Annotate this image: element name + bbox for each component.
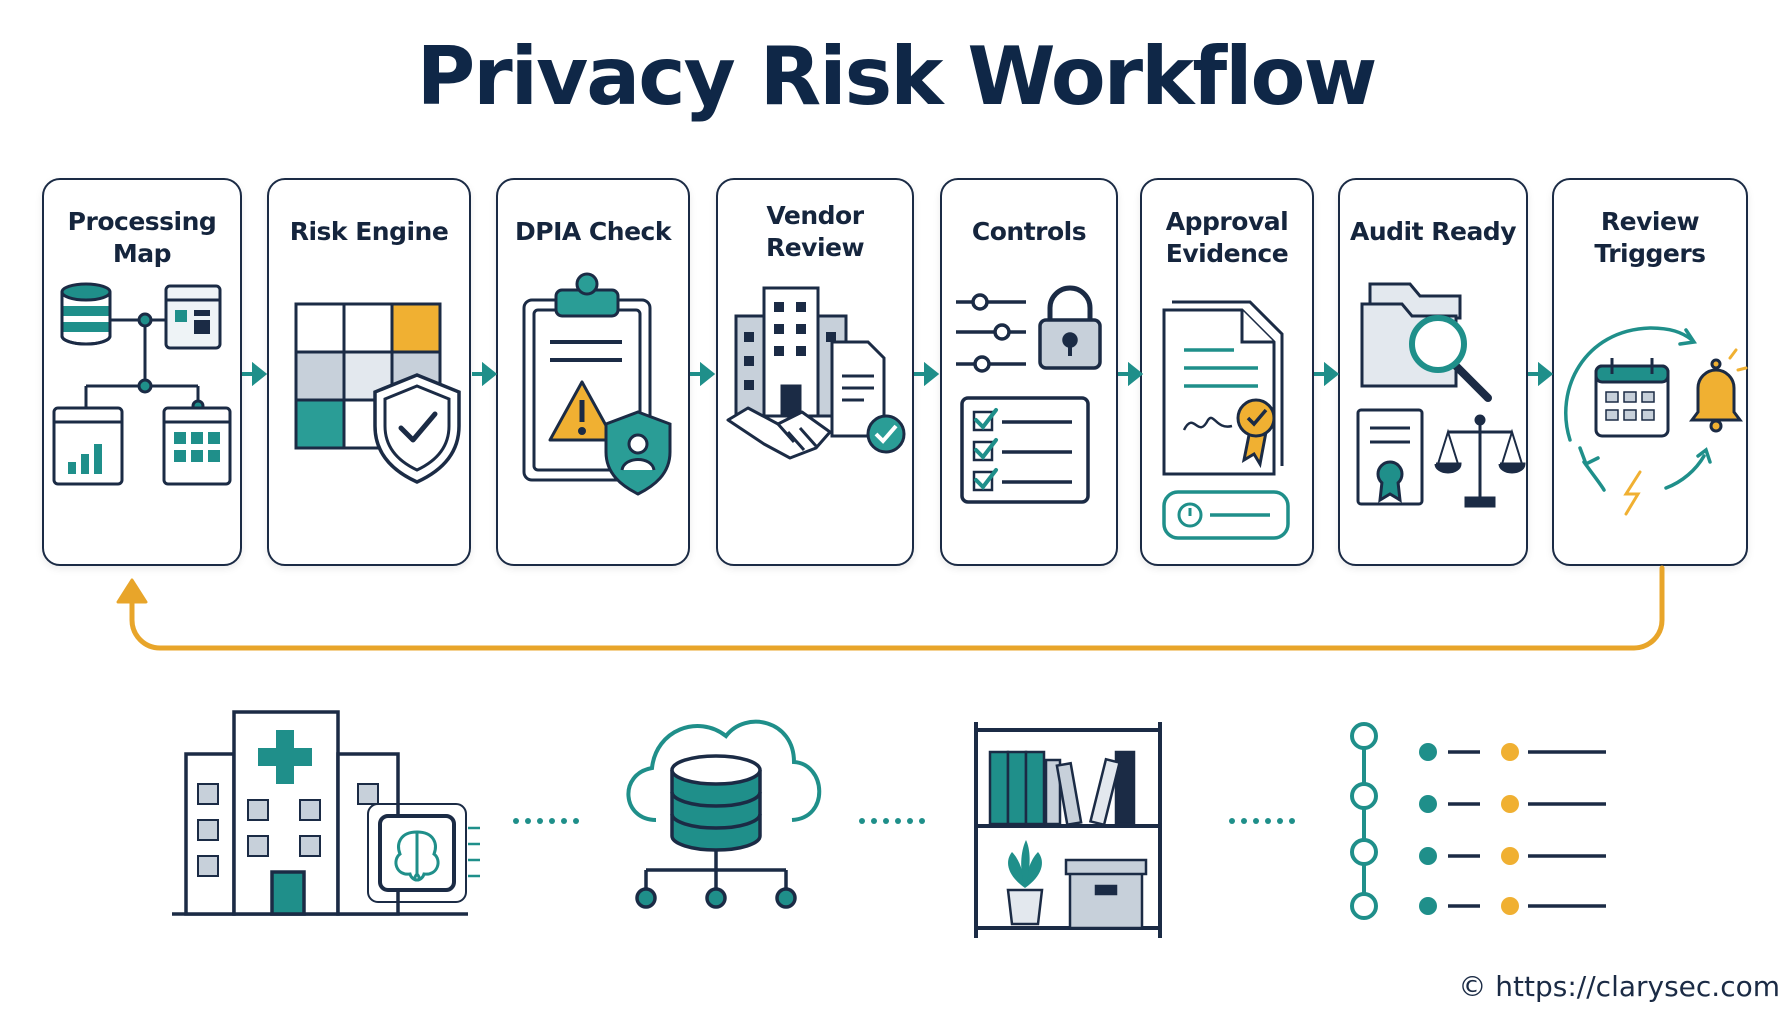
timeline-list-icon xyxy=(1350,722,1606,920)
step-card-processing-map[interactable]: Processing Map xyxy=(42,178,242,566)
step-card-risk-engine[interactable]: Risk Engine xyxy=(267,178,471,566)
step-title: Vendor Review xyxy=(765,201,865,262)
arrow-right-icon xyxy=(914,362,940,386)
step-card-controls[interactable]: Controls xyxy=(940,178,1118,566)
sliders-lock-checklist-icon xyxy=(956,285,1102,504)
calendar-bell-cycle-icon xyxy=(1564,326,1748,516)
arrow-right-icon xyxy=(1314,362,1340,386)
building-handshake-icon xyxy=(726,286,906,460)
page-title: Privacy Risk Workflow xyxy=(416,30,1378,123)
arrow-right-icon xyxy=(472,362,498,386)
data-flow-map-icon xyxy=(52,282,232,486)
dotted-connector xyxy=(1229,818,1295,824)
step-title: DPIA Check xyxy=(515,217,671,246)
step-card-approval-evidence[interactable]: Approval Evidence xyxy=(1140,178,1314,566)
arrow-right-icon xyxy=(242,362,268,386)
cloud-database-icon xyxy=(626,719,822,909)
step-card-review-triggers[interactable]: Review Triggers xyxy=(1552,178,1748,566)
dotted-connector xyxy=(859,818,925,824)
risk-matrix-shield-icon xyxy=(294,302,461,484)
clipboard-warning-icon xyxy=(522,272,672,496)
step-card-audit-ready[interactable]: Audit Ready xyxy=(1338,178,1528,566)
arrow-right-icon xyxy=(690,362,716,386)
arrow-right-icon xyxy=(1528,362,1554,386)
step-title: Audit Ready xyxy=(1349,217,1517,246)
archive-shelf-icon xyxy=(974,722,1162,938)
feedback-loop-arrow xyxy=(116,565,1665,651)
copyright-footer: © https://clarysec.com xyxy=(1458,970,1780,1003)
arrow-right-icon xyxy=(1118,362,1144,386)
signed-document-badge-icon xyxy=(1162,300,1290,540)
hospital-ai-chip-icon xyxy=(172,710,480,916)
step-title: Controls xyxy=(971,217,1087,246)
step-card-dpia-check[interactable]: DPIA Check xyxy=(496,178,690,566)
step-title: Risk Engine xyxy=(289,217,449,246)
step-card-vendor-review[interactable]: Vendor Review xyxy=(716,178,914,566)
step-title: Review Triggers xyxy=(1594,207,1706,268)
dotted-connector xyxy=(513,818,579,824)
step-title: Approval Evidence xyxy=(1165,207,1289,268)
folder-magnifier-scales-icon xyxy=(1356,282,1526,508)
step-title: Processing Map xyxy=(67,207,217,268)
